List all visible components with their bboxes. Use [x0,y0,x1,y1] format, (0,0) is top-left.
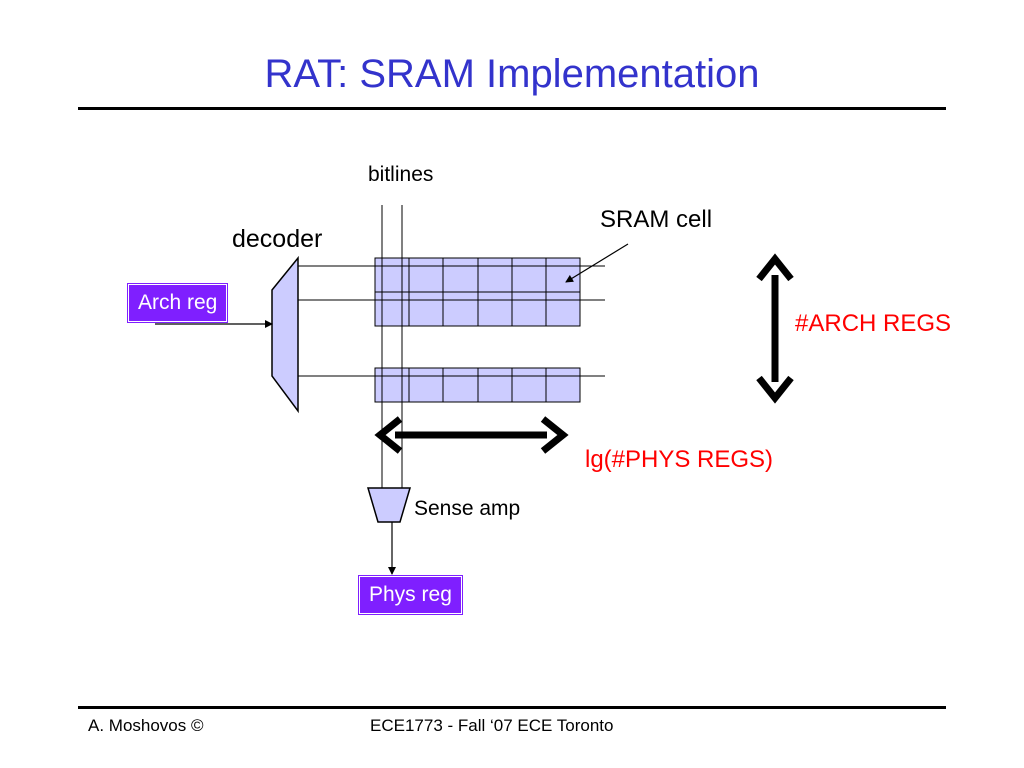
sram-array-rows-top [374,257,581,327]
height-double-arrow [756,253,794,404]
footer-divider [78,706,946,709]
phys-regs-width-label: lg(#PHYS REGS) [585,446,774,473]
decoder-block [271,255,299,414]
sense-amp-label: Sense amp [414,497,521,520]
word-lines [298,265,605,377]
arch-reg-box: Arch reg [126,283,229,323]
bitlines-label: bitlines [368,163,434,186]
decoder-label: decoder [232,225,323,253]
width-double-arrow [374,416,569,454]
sense-amp-block [366,487,412,523]
phys-reg-box: Phys reg [358,575,463,615]
footer-author: A. Moshovos © [88,716,204,735]
sram-cell-pointer-arrow [565,243,629,283]
footer-course: ECE1773 - Fall ‘07 ECE Toronto [370,716,614,735]
arch-regs-count-label: #ARCH REGS [795,310,952,337]
slide-title: RAT: SRAM Implementation [264,52,760,96]
sram-array-row-bottom [374,367,581,403]
sram-cell-label: SRAM cell [600,206,713,233]
title-divider [78,107,946,110]
